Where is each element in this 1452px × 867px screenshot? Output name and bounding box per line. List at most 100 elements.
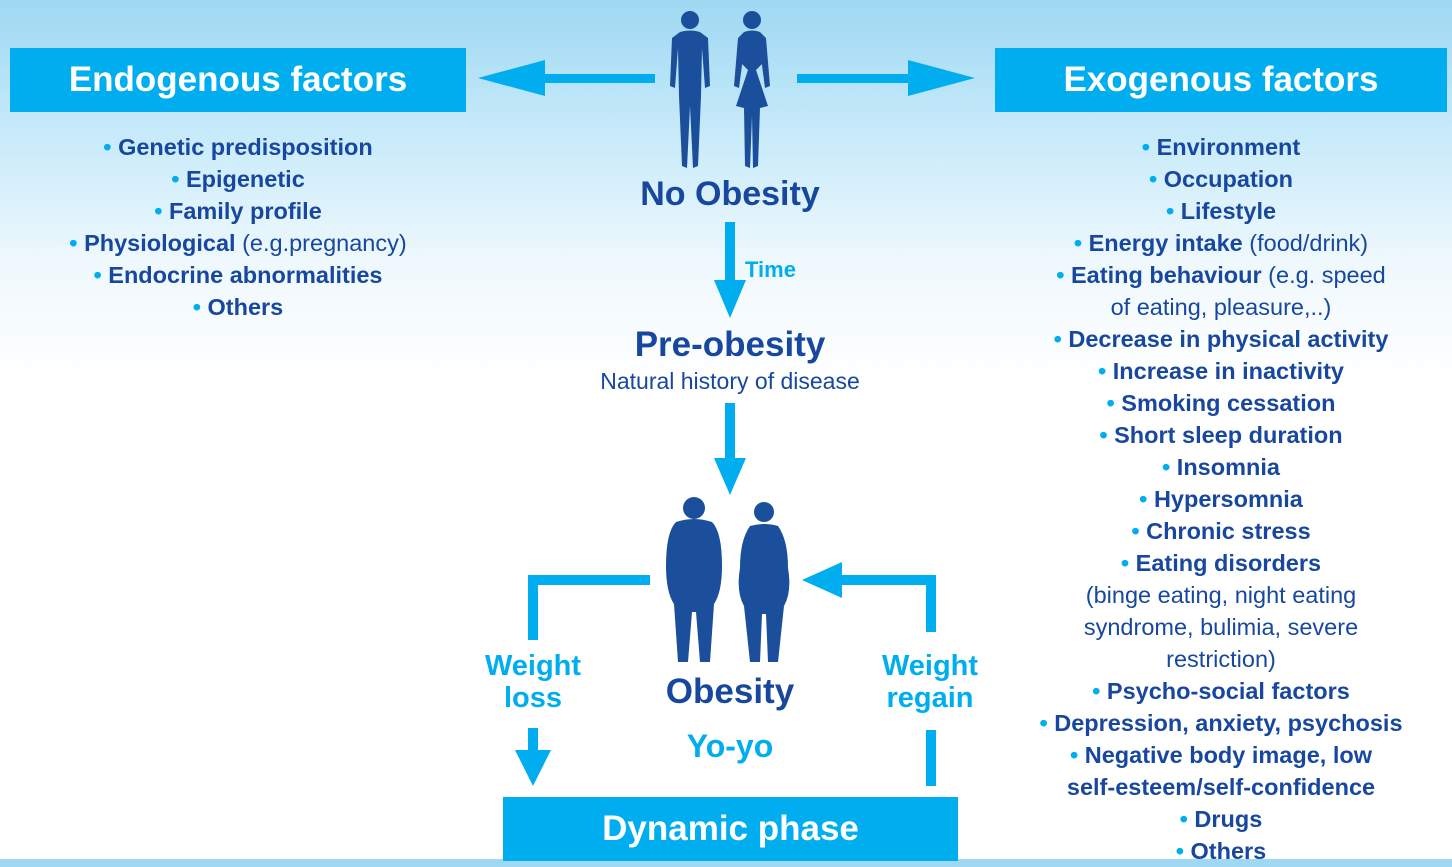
weight-loss-connector — [515, 575, 650, 786]
exogenous-item: syndrome, bulimia, severe — [995, 611, 1447, 643]
exogenous-item: • Chronic stress — [995, 515, 1447, 547]
weight-regain-label: Weight regain — [855, 650, 1005, 714]
exogenous-item: • Short sleep duration — [995, 419, 1447, 451]
bullet-dot: • — [1069, 742, 1085, 768]
bullet-dot: • — [1175, 838, 1191, 864]
endogenous-item: • Epigenetic — [10, 163, 466, 195]
bullet-dot: • — [1162, 454, 1177, 480]
exogenous-factors-list: • Environment• Occupation• Lifestyle• En… — [995, 131, 1447, 867]
exogenous-item: • Psycho-social factors — [995, 675, 1447, 707]
exogenous-item-bold: Eating behaviour — [1071, 262, 1262, 288]
bullet-dot: • — [1092, 678, 1107, 704]
weight-regain-line-2: regain — [886, 682, 974, 714]
time-label: Time — [745, 257, 796, 282]
exogenous-item-note: syndrome, bulimia, severe — [1083, 614, 1359, 640]
exogenous-item: • Lifestyle — [995, 195, 1447, 227]
bullet-dot: • — [1139, 486, 1154, 512]
exogenous-item-note: (binge eating, night eating — [1085, 582, 1357, 608]
bullet-dot: • — [1039, 710, 1055, 736]
exogenous-item-bold: Drugs — [1194, 806, 1263, 832]
arrow-time — [714, 222, 746, 318]
weight-regain-connector — [802, 562, 936, 786]
obese-man-woman-icon — [666, 497, 790, 662]
exogenous-item: (binge eating, night eating — [995, 579, 1447, 611]
dynamic-phase-label: Dynamic phase — [602, 809, 859, 848]
endogenous-item-bold: Others — [207, 294, 284, 320]
pre-obesity-label: Pre-obesity — [634, 325, 826, 364]
bullet-dot: • — [154, 198, 169, 224]
exogenous-item-note: (e.g. speed — [1261, 262, 1386, 288]
bullet-dot: • — [103, 134, 119, 160]
exogenous-item: • Occupation — [995, 163, 1447, 195]
exogenous-item: • Environment — [995, 131, 1447, 163]
exogenous-item-bold: Lifestyle — [1180, 198, 1277, 224]
endogenous-item-note: (e.g.pregnancy) — [235, 230, 407, 256]
arrow-to-obesity — [714, 403, 746, 495]
bullet-dot: • — [1141, 134, 1157, 160]
exogenous-item-note: (food/drink) — [1242, 230, 1369, 256]
weight-loss-line-1: Weight — [484, 650, 582, 682]
weight-loss-label: Weight loss — [458, 650, 608, 714]
exogenous-item: • Drugs — [995, 803, 1447, 835]
exogenous-item: • Negative body image, low — [995, 739, 1447, 771]
exogenous-item-bold: Hypersomnia — [1153, 486, 1303, 512]
exogenous-item-bold: Negative body image, low — [1084, 742, 1373, 768]
exogenous-item-bold: self-esteem/self-confidence — [1066, 774, 1376, 800]
bullet-dot: • — [93, 262, 109, 288]
bullet-dot: • — [192, 294, 208, 320]
exogenous-item-bold: Increase in inactivity — [1112, 358, 1344, 384]
exogenous-item-bold: Energy intake — [1088, 230, 1243, 256]
exogenous-item-bold: Depression, anxiety, psychosis — [1054, 710, 1403, 736]
bullet-dot: • — [1073, 230, 1089, 256]
exogenous-item-bold: Short sleep duration — [1114, 422, 1343, 448]
exogenous-item: • Decrease in physical activity — [995, 323, 1447, 355]
weight-regain-line-1: Weight — [881, 650, 979, 682]
dynamic-phase-box: Dynamic phase — [503, 797, 958, 861]
exogenous-item-note: of eating, pleasure,..) — [1110, 294, 1332, 320]
endogenous-item-bold: Family profile — [168, 198, 322, 224]
exogenous-item-bold: Chronic stress — [1146, 518, 1311, 544]
endogenous-item-bold: Endocrine abnormalities — [108, 262, 383, 288]
endogenous-item: • Family profile — [10, 195, 466, 227]
arrow-to-endogenous — [478, 60, 655, 96]
exogenous-item-bold: Eating disorders — [1135, 550, 1322, 576]
exogenous-item-bold: Decrease in physical activity — [1068, 326, 1389, 352]
exogenous-item: • Energy intake (food/drink) — [995, 227, 1447, 259]
endogenous-factors-box: Endogenous factors — [10, 48, 466, 112]
endogenous-item-bold: Epigenetic — [185, 166, 305, 192]
bullet-dot: • — [1148, 166, 1164, 192]
arrow-to-exogenous — [797, 60, 975, 96]
bullet-dot: • — [1106, 390, 1122, 416]
endogenous-item-bold: Genetic predisposition — [118, 134, 373, 160]
exogenous-item: • Eating disorders — [995, 547, 1447, 579]
bullet-dot: • — [1165, 198, 1181, 224]
endogenous-factors-title: Endogenous factors — [68, 60, 408, 99]
exogenous-item: • Depression, anxiety, psychosis — [995, 707, 1447, 739]
obesity-label: Obesity — [665, 672, 795, 711]
exogenous-item: of eating, pleasure,..) — [995, 291, 1447, 323]
bullet-dot: • — [1120, 550, 1136, 576]
endogenous-item: • Genetic predisposition — [10, 131, 466, 163]
exogenous-item: • Increase in inactivity — [995, 355, 1447, 387]
slim-man-woman-icon — [670, 11, 770, 168]
exogenous-item: self-esteem/self-confidence — [995, 771, 1447, 803]
exogenous-item-bold: Occupation — [1163, 166, 1294, 192]
weight-loss-line-2: loss — [503, 682, 563, 714]
bullet-dot: • — [1179, 806, 1195, 832]
endogenous-item: • Others — [10, 291, 466, 323]
endogenous-item: • Physiological (e.g.pregnancy) — [10, 227, 466, 259]
endogenous-item: • Endocrine abnormalities — [10, 259, 466, 291]
exogenous-item-bold: Insomnia — [1176, 454, 1280, 480]
exogenous-factors-title: Exogenous factors — [1063, 60, 1379, 99]
exogenous-item-bold: Environment — [1156, 134, 1301, 160]
endogenous-factors-list: • Genetic predisposition• Epigenetic• Fa… — [10, 131, 466, 323]
yoyo-label: Yo-yo — [686, 728, 774, 764]
bullet-dot: • — [1099, 422, 1115, 448]
exogenous-item-note: restriction) — [1166, 646, 1276, 672]
no-obesity-label: No Obesity — [640, 175, 820, 213]
exogenous-factors-box: Exogenous factors — [995, 48, 1447, 112]
exogenous-item: • Smoking cessation — [995, 387, 1447, 419]
endogenous-item-bold: Physiological — [84, 230, 236, 256]
exogenous-item: • Hypersomnia — [995, 483, 1447, 515]
